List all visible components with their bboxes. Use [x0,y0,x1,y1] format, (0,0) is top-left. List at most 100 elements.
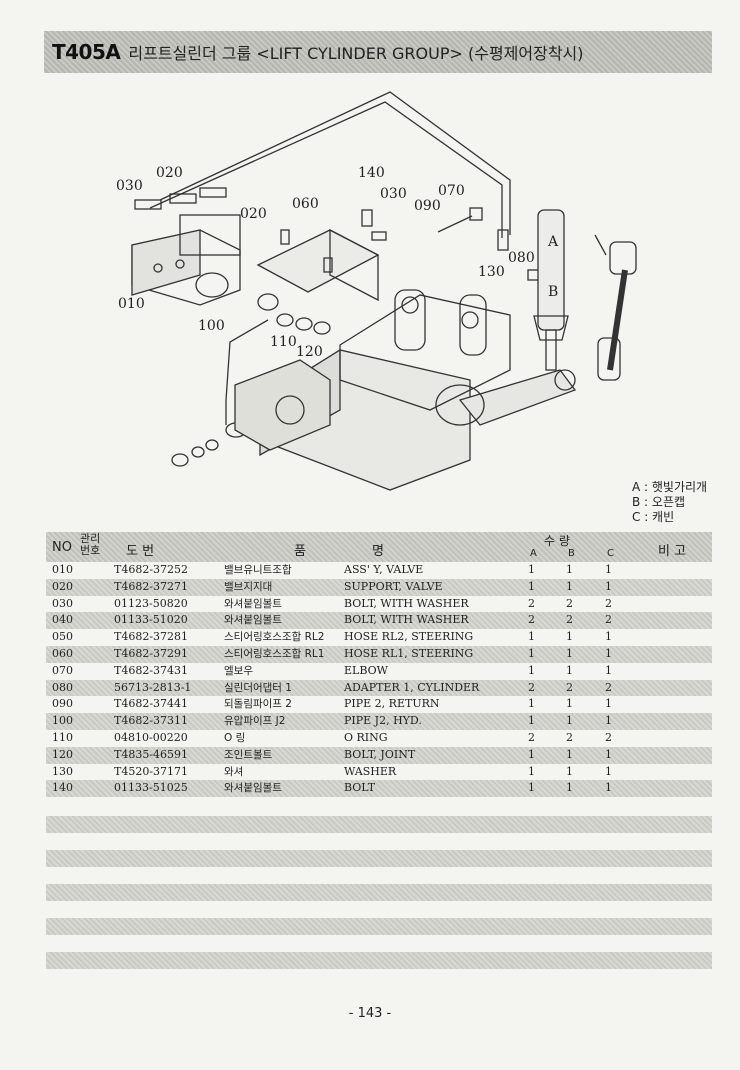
cell-part: T4682-37311 [114,714,189,728]
cell-part: T4520-37171 [114,764,189,778]
cell-ename: BOLT [344,781,376,795]
cell-c: 2 [605,730,612,744]
cell-no: 130 [52,764,73,778]
cell-no: 010 [52,563,73,576]
blank-row-3 [46,884,712,901]
cell-ename: ADAPTER 1, CYLINDER [344,680,480,694]
cell-ename: WASHER [344,764,397,778]
cell-ename: BOLT, WITH WASHER [344,613,469,627]
cell-b: 1 [566,697,573,711]
cell-c: 1 [605,714,612,728]
cell-part: 01123-50820 [114,596,188,610]
cell-c: 1 [605,646,612,660]
cell-part: T4682-37441 [114,697,189,711]
cell-kname: O 링 [224,731,246,744]
cell-c: 1 [605,781,612,795]
cell-c: 2 [605,680,612,694]
cell-kname: 유압파이프 J2 [224,715,286,728]
cell-a: 1 [528,630,535,644]
callout-090: 090 [414,198,441,214]
header-qty-b: B [568,548,575,559]
cell-no: 100 [52,714,73,728]
cell-kname: 스티어링호스조합 RL2 [224,631,325,644]
cell-b: 2 [566,680,573,694]
section-code: T405A [52,40,121,64]
header-mgmt-bottom: 번호 [80,544,101,557]
callout-100: 100 [198,318,225,334]
cell-part: T4835-46591 [114,747,189,761]
header-qty-c: C [607,548,614,559]
page-number: - 143 - [348,1006,392,1021]
table-header: NO 관리 번호 도 번 품 명 수 량 A B C 비 고 [46,532,712,562]
blank-row-1 [46,816,712,833]
header-name-1: 품 [294,544,306,559]
cell-no: 090 [52,697,73,711]
cell-ename: HOSE RL1, STEERING [344,646,474,660]
cell-a: 2 [528,680,535,694]
cell-no: 120 [52,747,73,761]
header-qty-a: A [530,548,537,559]
cell-c: 1 [605,563,612,576]
cell-ename: O RING [344,730,388,744]
cell-b: 1 [566,646,573,660]
table-row: 130 T4520-37171 와셔 WASHER 1 1 1 [46,764,712,781]
cell-no: 060 [52,646,73,660]
cell-kname: 와셔붙임볼트 [224,614,282,627]
cell-c: 1 [605,579,612,593]
cell-no: 140 [52,781,73,795]
cell-c: 2 [605,613,612,627]
cell-ename: ELBOW [344,663,388,677]
callout-060: 030 [116,178,143,194]
header-name-2: 명 [372,544,384,559]
exploded-parts-diagram: 020 030 140 030 070 090 060 020 080 130 … [116,91,637,491]
callout-110: 110 [270,334,297,350]
cell-c: 1 [605,663,612,677]
cell-ename: PIPE 2, RETURN [344,697,440,711]
cell-no: 070 [52,663,73,677]
cell-ename: SUPPORT, VALVE [344,579,443,593]
cell-kname: 와셔 [224,765,244,778]
cell-ename: BOLT, JOINT [344,747,416,761]
cell-b: 1 [566,747,573,761]
cell-ename: BOLT, WITH WASHER [344,596,469,610]
cell-b: 1 [566,714,573,728]
cell-a: 1 [528,663,535,677]
cell-part: 01133-51020 [114,613,188,627]
callout-080: 080 [508,250,535,266]
cell-kname: 되돌림파이프 2 [224,698,292,711]
cell-b: 1 [566,764,573,778]
cell-ename: ASS' Y, VALVE [344,563,424,576]
cell-a: 2 [528,730,535,744]
callout-040: 060 [292,196,319,212]
cell-ename: HOSE RL2, STEERING [344,630,474,644]
cell-kname: 스티어링호스조합 RL1 [224,647,325,660]
cell-part: T4682-37281 [114,630,189,644]
legend-c: C : 캐빈 [632,510,675,524]
cell-kname: 엘보우 [224,664,253,677]
cell-kname: 실린더어댑터 1 [224,681,292,694]
header-qty: 수 량 [544,534,570,548]
cell-part: 01133-51025 [114,781,188,795]
cell-kname: 와셔붙임볼트 [224,597,282,610]
callout-120: 120 [296,344,323,360]
blank-row-5 [46,952,712,969]
cell-c: 1 [605,764,612,778]
cell-part: 04810-00220 [114,730,188,744]
header-remarks: 비 고 [658,544,687,559]
callout-020: 020 [240,206,267,222]
cell-a: 1 [528,697,535,711]
legend: A : 햇빛가리개 B : 오픈캡 C : 캐빈 [632,480,707,525]
cell-a: 1 [528,764,535,778]
